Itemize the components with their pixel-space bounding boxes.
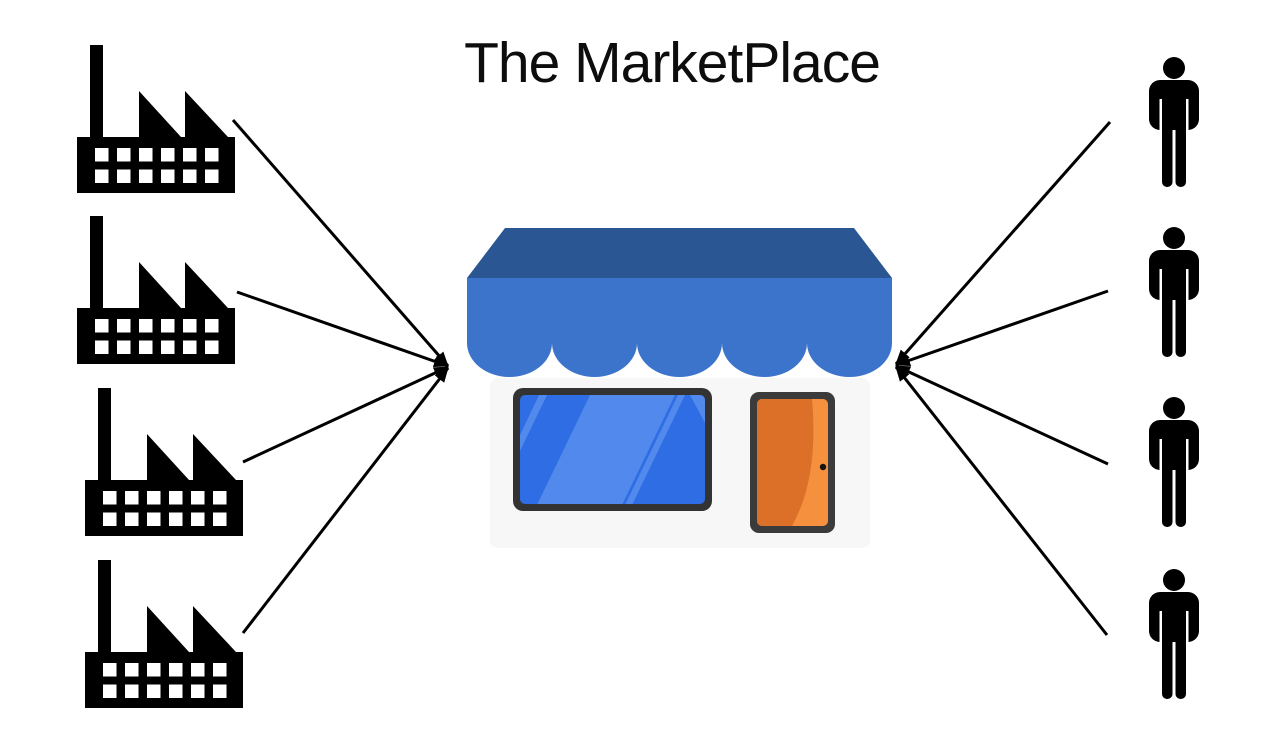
arrow-factory-4-to-marketplace (241, 367, 450, 634)
person-icon (1148, 57, 1200, 187)
arrow-factory-2-to-marketplace (236, 290, 449, 368)
arrow-consumer-1-to-marketplace (894, 121, 1112, 365)
factory-icon (85, 560, 243, 708)
factory-icon (77, 45, 235, 193)
person-icon (1148, 397, 1200, 527)
store-door (750, 392, 835, 533)
arrow-consumer-3-to-marketplace (895, 364, 1109, 466)
person-icon (1148, 227, 1200, 357)
storefront-icon (465, 228, 895, 548)
page-title: The MarketPlace (464, 31, 881, 95)
arrow-factory-1-to-marketplace (231, 119, 450, 367)
arrow-consumer-4-to-marketplace (894, 366, 1109, 636)
doorknob (819, 463, 827, 471)
store-window (513, 388, 712, 511)
person-icon (1148, 569, 1200, 699)
awning-icon (467, 228, 892, 377)
arrow-factory-3-to-marketplace (242, 365, 449, 464)
factory-icon (85, 388, 243, 536)
arrow-consumer-2-to-marketplace (895, 289, 1109, 367)
factory-icon (77, 216, 235, 364)
